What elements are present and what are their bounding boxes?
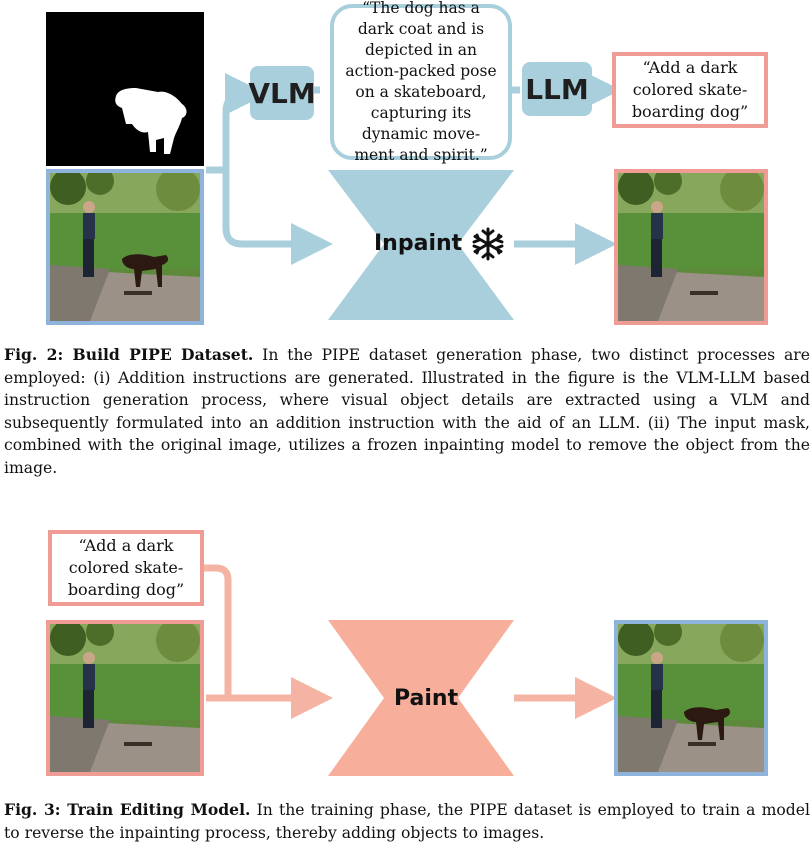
vlm-label: VLM <box>248 76 316 110</box>
instruction-output-text: “Add a dark colored skate- boarding dog” <box>631 58 749 121</box>
training-output-image <box>614 620 768 776</box>
figure-2-caption-text: In the PIPE dataset generation phase, tw… <box>4 346 810 477</box>
figure-2-caption-label: Fig. 2: Build PIPE Dataset. <box>4 345 254 364</box>
branch-line-instruction <box>204 564 232 698</box>
mask-image <box>46 12 204 166</box>
original-image <box>46 169 204 325</box>
figure-3-caption-label: Fig. 3: Train Editing Model. <box>4 800 251 819</box>
branch-line-inpaint <box>222 170 333 265</box>
figure-3-caption: Fig. 3: Train Editing Model. In the trai… <box>4 799 810 844</box>
snowflake-icon <box>472 227 504 261</box>
figure-2-caption: Fig. 2: Build PIPE Dataset. In the PIPE … <box>4 344 810 479</box>
inpaint-hourglass <box>328 170 514 320</box>
training-instruction-box: “Add a dark colored skate- boarding dog” <box>48 530 204 606</box>
instruction-output-box: “Add a dark colored skate- boarding dog” <box>612 52 768 128</box>
paint-hourglass <box>328 620 514 776</box>
training-instruction-text: “Add a dark colored skate- boarding dog” <box>67 536 185 599</box>
vlm-caption-text: “The dog has a dark coat and is depicted… <box>345 0 497 164</box>
vlm-box: VLM <box>248 66 316 120</box>
paint-label: Paint <box>394 686 459 711</box>
branch-line-vlm <box>206 73 267 174</box>
vlm-caption-bubble: “The dog has a dark coat and is depicted… <box>330 0 512 164</box>
inpainted-image <box>614 169 768 325</box>
inpaint-label: Inpaint <box>374 231 463 256</box>
llm-box: LLM <box>522 62 592 116</box>
training-input-image <box>46 620 204 776</box>
figure-3-caption-text: In the training phase, the PIPE dataset … <box>4 801 810 842</box>
llm-label: LLM <box>525 72 589 106</box>
